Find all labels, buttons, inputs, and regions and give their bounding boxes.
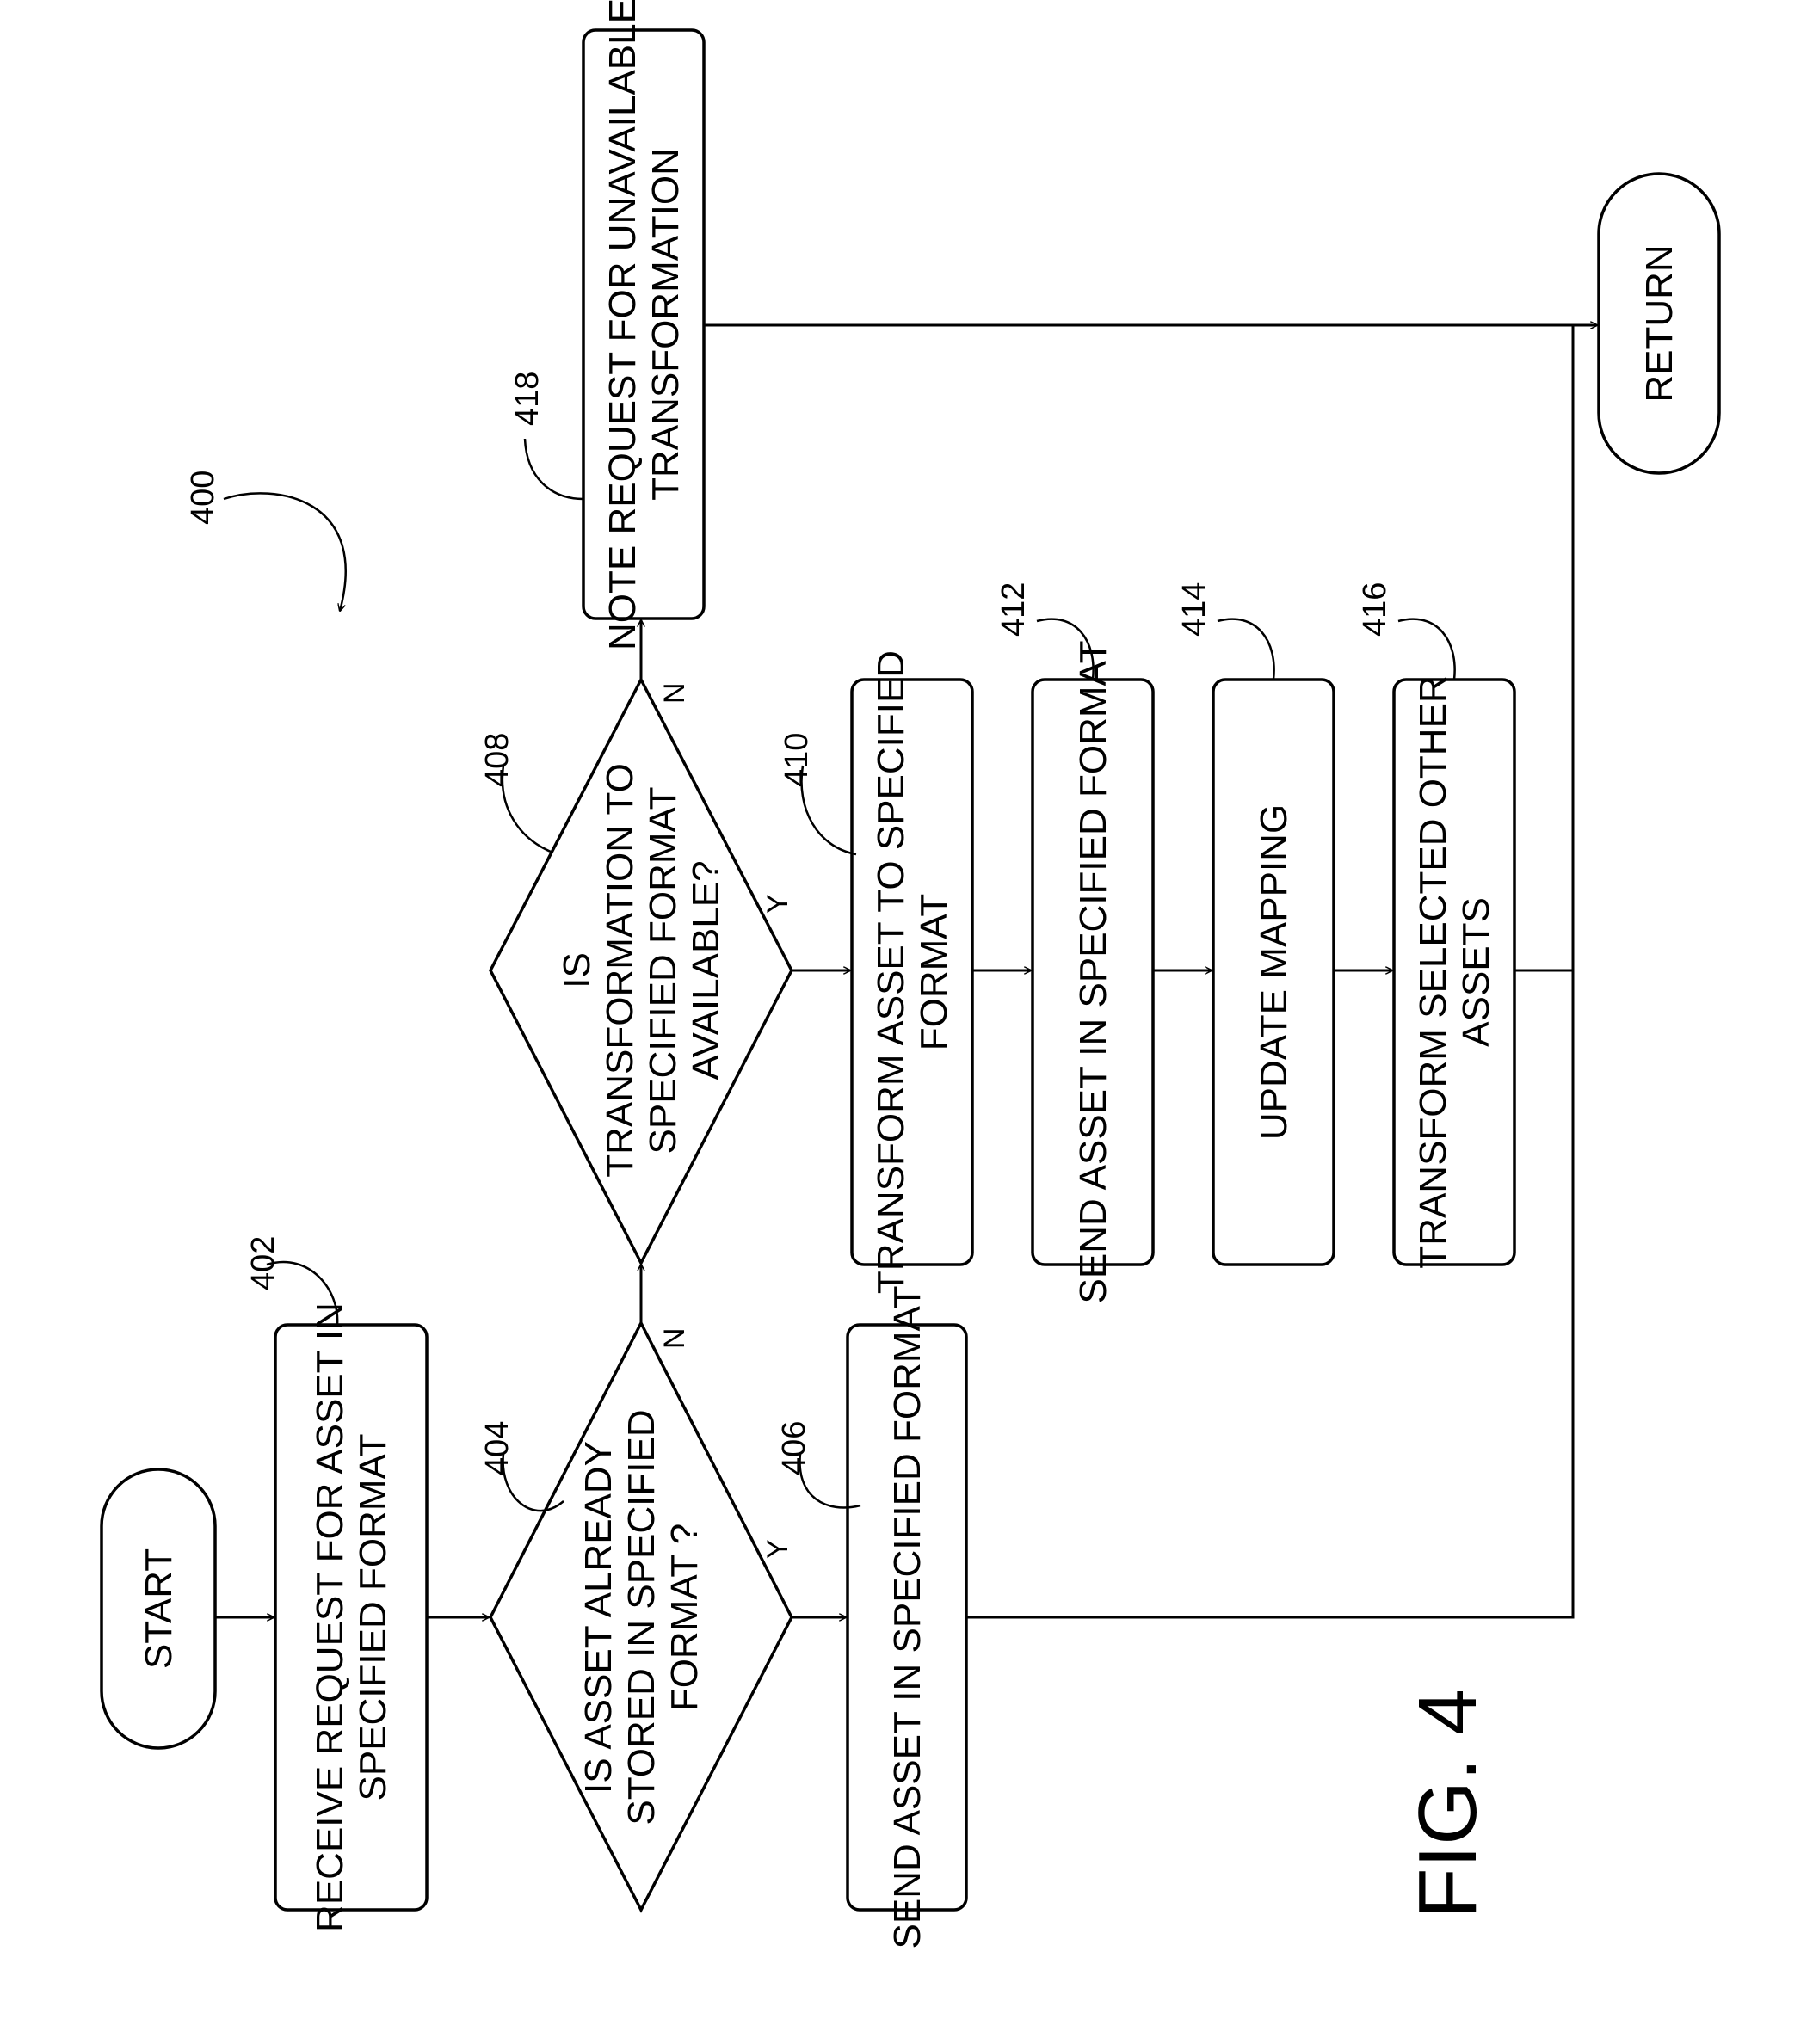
branch-404-no: N (658, 1327, 691, 1349)
label-line: TRANSFORM ASSET TO SPECIFIED (870, 650, 912, 1294)
label-line: TRANSFORMATION (644, 148, 687, 501)
ref-418-leader (525, 439, 583, 499)
ref-414-leader (1218, 619, 1274, 680)
ref-412: 412 (996, 582, 1032, 637)
branch-408-yes: Y (762, 894, 794, 914)
figure-number: 400 (185, 471, 221, 525)
ref-406: 406 (776, 1421, 812, 1475)
decision-408-diamond: ISTRANSFORMATION TOSPECIFIED FORMATAVAIL… (490, 680, 792, 1263)
label-line: TRANSFORMATION TO (599, 763, 641, 1178)
step-412-label: SEND ASSET IN SPECIFIED FORMAT (1072, 641, 1114, 1304)
step-406-label: SEND ASSET IN SPECIFIED FORMAT (886, 1286, 928, 1949)
label-line: START (138, 1548, 180, 1669)
label-line: AVAILABLE? (685, 860, 727, 1080)
step-414-box: UPDATE MAPPING (1213, 680, 1334, 1265)
branch-404-yes: Y (762, 1539, 794, 1559)
ref-408: 408 (479, 733, 515, 787)
label-line: NOTE REQUEST FOR UNAVAILABLE (601, 0, 644, 650)
label-line: RECEIVE REQUEST FOR ASSET IN (309, 1302, 351, 1932)
label-line: SEND ASSET IN SPECIFIED FORMAT (886, 1286, 928, 1949)
step-418-box: NOTE REQUEST FOR UNAVAILABLETRANSFORMATI… (583, 0, 704, 650)
figure-number-arrow (224, 493, 346, 611)
start-label: START (138, 1548, 180, 1669)
figure-label: FIG. 4 (1402, 1689, 1494, 1918)
label-line: SPECIFIED FORMAT (352, 1434, 394, 1801)
step-416-box: TRANSFORM SELECTED OTHERASSETS (1394, 675, 1514, 1268)
label-line: SPECIFIED FORMAT (642, 787, 684, 1154)
ref-418: 418 (509, 372, 546, 426)
decision-404-diamond: IS ASSET ALREADYSTORED IN SPECIFIEDFORMA… (490, 1323, 792, 1910)
step-414-label: UPDATE MAPPING (1253, 804, 1295, 1140)
ref-404: 404 (479, 1421, 515, 1475)
step-412-box: SEND ASSET IN SPECIFIED FORMAT (1033, 641, 1153, 1304)
label-line: STORED IN SPECIFIED (620, 1409, 663, 1825)
step-410-box: TRANSFORM ASSET TO SPECIFIEDFORMAT (852, 650, 972, 1294)
ref-416: 416 (1357, 582, 1393, 637)
label-line: FORMAT (913, 894, 955, 1051)
label-line: ASSETS (1455, 897, 1497, 1047)
label-line: TRANSFORM SELECTED OTHER (1412, 675, 1454, 1268)
label-line: UPDATE MAPPING (1253, 804, 1295, 1140)
ref-414: 414 (1176, 582, 1212, 637)
return-label: RETURN (1638, 244, 1680, 402)
label-line: SEND ASSET IN SPECIFIED FORMAT (1072, 641, 1114, 1304)
label-line: IS (556, 952, 598, 988)
label-line: IS ASSET ALREADY (577, 1441, 620, 1794)
ref-416-leader (1398, 619, 1455, 680)
label-line: RETURN (1638, 244, 1680, 402)
ref-410: 410 (779, 733, 815, 787)
start-terminal: START (102, 1469, 215, 1748)
return-terminal: RETURN (1599, 174, 1719, 473)
step-402-box: RECEIVE REQUEST FOR ASSET INSPECIFIED FO… (275, 1302, 427, 1932)
step-406-box: SEND ASSET IN SPECIFIED FORMAT (848, 1286, 966, 1949)
label-line: FORMAT ? (663, 1524, 706, 1711)
branch-408-no: N (658, 682, 691, 704)
